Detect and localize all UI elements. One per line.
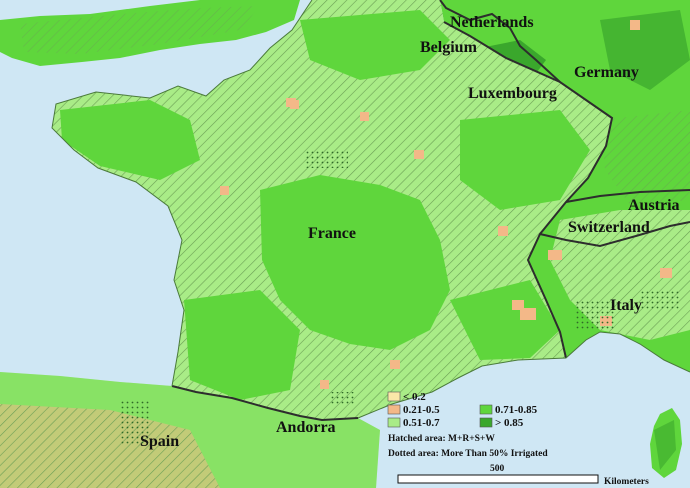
scale-bar: [397, 474, 599, 484]
legend-label-gt-0-85: > 0.85: [495, 417, 524, 429]
legend-swatch-gt-0-85: [479, 417, 493, 428]
legend-swatch-lt-0-2: [387, 391, 401, 402]
coastline-mediterranean: [357, 331, 690, 419]
scale-bar-unit: Kilometers: [604, 477, 649, 487]
label-austria: Austria: [628, 197, 680, 214]
legend-label-0-51-0-7: 0.51-0.7: [403, 417, 440, 429]
label-netherlands: Netherlands: [450, 14, 534, 31]
label-spain: Spain: [140, 433, 179, 450]
border-germany-switzerland: [565, 189, 690, 203]
coastline-france: [51, 0, 313, 387]
irrigated-area-italy: [576, 300, 616, 330]
irrigated-area-spain: [120, 400, 150, 446]
border-france-spain: [171, 385, 359, 422]
label-italy: Italy: [610, 297, 642, 314]
legend-dotted-note: Dotted area: More Than 50% Irrigated: [388, 449, 548, 459]
label-france: France: [308, 225, 356, 242]
legend-swatch-0-51-0-7: [387, 417, 401, 428]
border-france-belgium-germany: [443, 21, 614, 359]
legend-swatch-0-71-0-85: [479, 404, 493, 415]
legend-label-0-21-0-5: 0.21-0.5: [403, 404, 440, 416]
irrigated-area-center: [304, 150, 348, 168]
label-andorra: Andorra: [276, 419, 336, 436]
map-legend: < 0.2 0.21-0.5 0.51-0.7 0.71-0.85 > 0.85…: [387, 391, 649, 487]
border-belgium-netherlands: [439, 0, 561, 83]
label-belgium: Belgium: [420, 39, 478, 56]
border-switzerland-italy: [539, 221, 690, 248]
legend-swatch-0-21-0-5: [387, 404, 401, 415]
label-switzerland: Switzerland: [568, 219, 650, 236]
legend-label-0-71-0-85: 0.71-0.85: [495, 404, 538, 416]
legend-label-lt-0-2: < 0.2: [403, 391, 426, 403]
label-luxembourg: Luxembourg: [468, 85, 557, 102]
label-germany: Germany: [574, 64, 639, 81]
scale-bar-value: 500: [490, 464, 505, 474]
legend-hatched-note: Hatched area: M+R+S+W: [388, 434, 495, 444]
